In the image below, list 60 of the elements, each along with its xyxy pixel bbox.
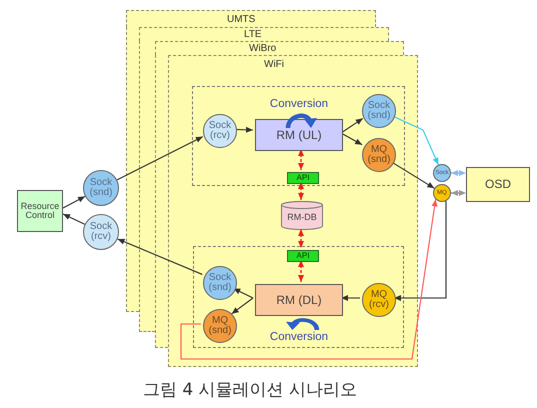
layer-label: WiBro — [249, 43, 276, 54]
node-label: MQ (snd) — [368, 144, 390, 166]
process-box — [17, 190, 63, 232]
arrow — [180, 199, 438, 360]
arrow — [116, 136, 204, 180]
arrow — [341, 295, 360, 301]
layer-label: WiFi — [264, 59, 284, 70]
node-label: Sock (snd) — [90, 178, 112, 198]
node-label: API — [296, 174, 310, 182]
double-arrow — [298, 182, 304, 200]
layer-panel — [155, 41, 404, 55]
circle-node — [433, 184, 451, 202]
api-box — [287, 250, 319, 262]
circle-node — [433, 164, 451, 182]
process-box — [466, 167, 530, 202]
layer-panel — [126, 10, 376, 27]
annotation-label: Conversion — [270, 331, 328, 344]
node-label: MQ (snd) — [208, 316, 232, 336]
arrow — [394, 201, 447, 301]
node-label: MQ (rcv) — [369, 290, 389, 310]
double-arrow — [451, 170, 466, 176]
circle-node — [83, 214, 119, 250]
circle-node — [362, 138, 396, 172]
node-label: Resource Control — [20, 202, 60, 220]
circle-node — [203, 309, 237, 343]
node-label: RM (UL) — [276, 128, 322, 142]
node-label: RM (DL) — [276, 294, 322, 306]
circle-node — [203, 114, 237, 148]
arrow — [391, 161, 435, 189]
arrow — [117, 238, 203, 275]
layer-panel — [139, 27, 389, 41]
node-label: API — [296, 252, 310, 260]
node-label: RM-DB — [287, 212, 317, 222]
circle-node — [203, 266, 237, 300]
layer-label: UMTS — [227, 14, 256, 25]
dashed-group-box — [193, 246, 404, 348]
node-label: Sock (rcv) — [208, 120, 232, 142]
arrow — [233, 288, 254, 298]
layer-panel — [168, 55, 418, 367]
circle-node — [362, 283, 396, 317]
double-arrow — [298, 260, 304, 282]
arrow — [340, 118, 364, 134]
node-label: Sock (rcv) — [90, 222, 112, 242]
double-arrow — [451, 190, 466, 196]
layer-label: LTE — [244, 29, 262, 40]
arrow — [392, 116, 439, 165]
circle-node — [83, 170, 119, 206]
arrow — [62, 214, 85, 225]
arrow — [234, 126, 254, 133]
annotation-label: Conversion — [270, 98, 328, 111]
api-box — [287, 172, 319, 184]
node-label: Sock (snd) — [208, 272, 232, 294]
double-arrow — [298, 149, 304, 170]
node-label: Sock (snd) — [368, 100, 390, 122]
arrow — [231, 298, 254, 314]
dashed-group-box — [192, 86, 405, 186]
double-arrow — [298, 229, 304, 248]
circle-node — [362, 94, 396, 128]
node-label: OSD — [484, 178, 511, 191]
figure-caption: 그림 4 시뮬레이션 시나리오 — [142, 379, 358, 401]
